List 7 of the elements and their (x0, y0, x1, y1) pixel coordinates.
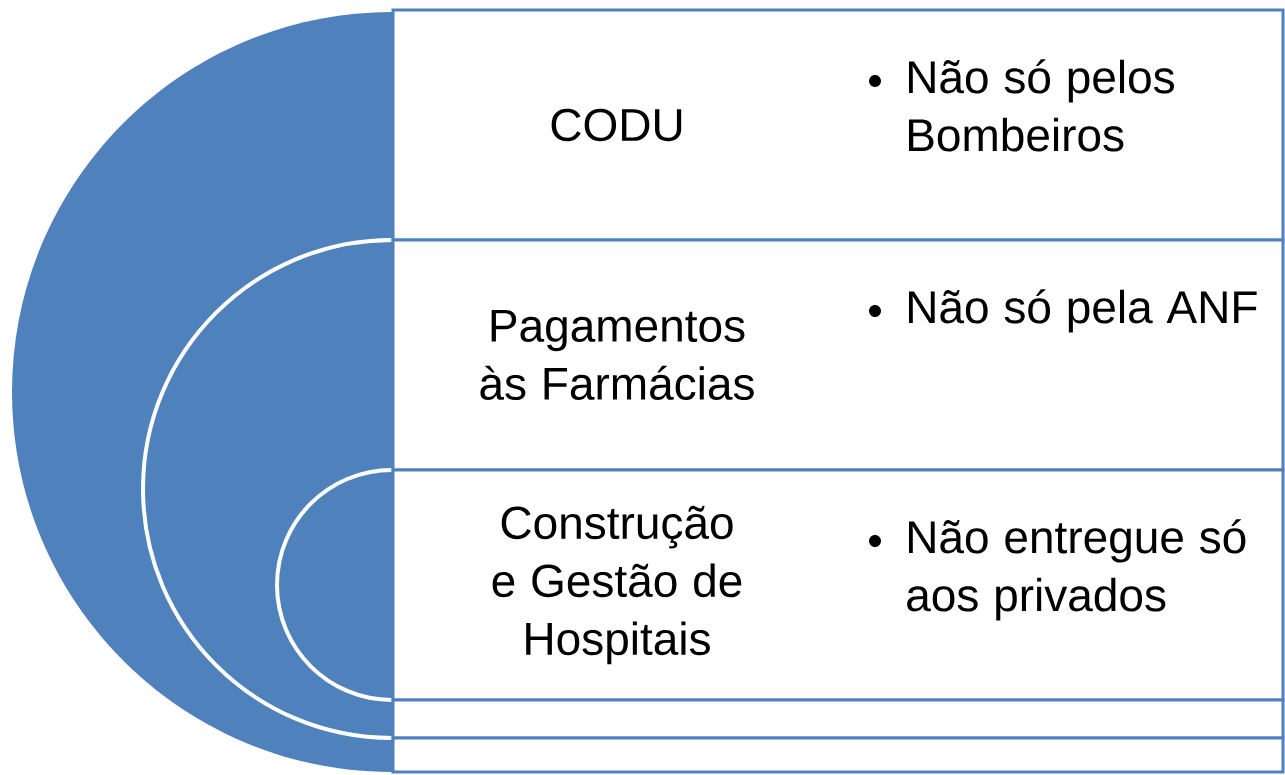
band-box (391, 736, 1285, 774)
band-heading: Construção e Gestão de Hospitais (492, 505, 742, 665)
bullet-text: Não só pelos Bombeiros (909, 59, 1175, 152)
band-heading: CODU (551, 108, 682, 142)
bullet-text: Não só pela ANF (909, 289, 1257, 333)
band-heading: Pagamentos às Farmácias (480, 309, 754, 401)
bullet-text: Não entregue só aos privados (907, 519, 1246, 621)
